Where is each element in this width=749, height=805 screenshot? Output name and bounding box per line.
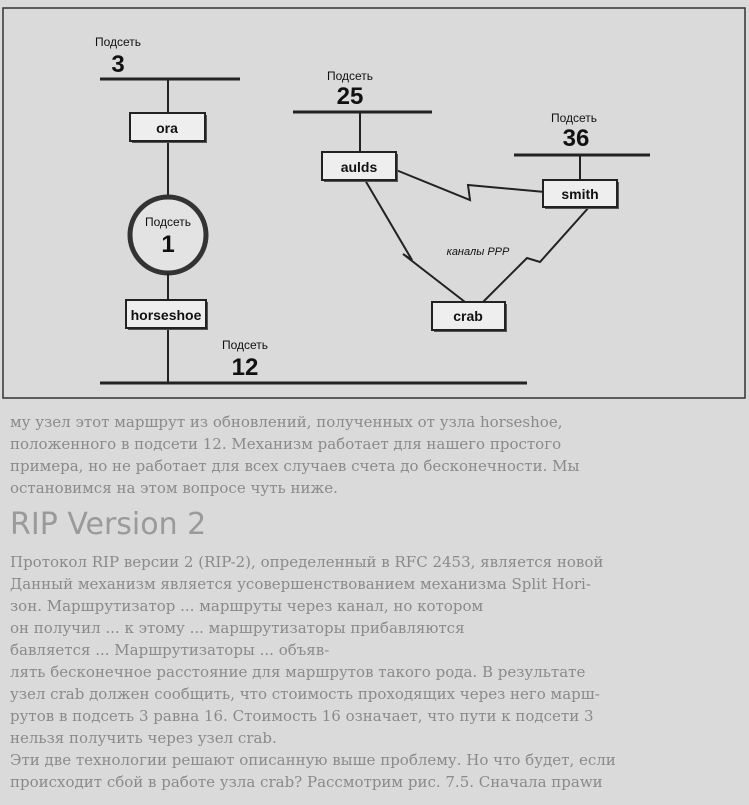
subnet-number: 36: [563, 125, 590, 152]
subnet-label: Подсеть: [327, 69, 373, 83]
bleed-through-text: му узел этот маршрут из обновлений, полу…: [0, 403, 749, 805]
router-label: ora: [156, 120, 178, 136]
diagram-area: Подсеть 3 ora Подсеть 1 horseshoe Подсет…: [2, 7, 746, 399]
bg-line: бавляется ... Маршрутизаторы ... объяв-: [10, 641, 330, 659]
router-label: smith: [561, 186, 598, 202]
subnet-number: 25: [337, 83, 364, 110]
bg-line: положенного в подсети 12. Механизм работ…: [10, 435, 562, 453]
ppp-link-aulds-crab: [364, 179, 466, 303]
router-ora: ora: [129, 112, 207, 143]
subnet-label: Подсеть: [95, 35, 141, 49]
bg-line: лять бесконечное расстояние для маршруто…: [10, 663, 586, 681]
router-horseshoe: horseshoe: [125, 299, 208, 330]
bg-line: Протокол RIP версии 2 (RIP-2), определен…: [10, 553, 604, 571]
bg-line: он получил ... к этому ... маршрутизатор…: [10, 619, 465, 637]
router-label: crab: [453, 308, 483, 324]
ppp-link-aulds-smith: [395, 169, 546, 202]
subnet-25: Подсеть 25: [293, 69, 432, 114]
bg-line: происходит сбой в работе узла crab? Расс…: [10, 773, 603, 791]
subnet-1: Подсеть 1: [127, 194, 209, 276]
bg-line: зон. Маршрутизатор ... маршруты через ка…: [10, 597, 484, 615]
router-crab: crab: [431, 301, 507, 332]
network-diagram: Подсеть 3 ora Подсеть 1 horseshoe Подсет…: [2, 7, 746, 399]
subnet-number: 3: [111, 51, 124, 78]
bg-line: Эти две технологии решают описанную выше…: [10, 751, 616, 769]
bg-line: примера, но не работает для всех случаев…: [10, 457, 580, 475]
bg-line: нельзя получить через узел crab.: [10, 729, 277, 747]
bg-line: Данный механизм является усовершенствова…: [10, 575, 591, 593]
subnet-label: Подсеть: [551, 111, 597, 125]
bg-line: узел crab должен сообщить, что стоимость…: [10, 685, 600, 703]
bg-line: остановимся на этом вопросе чуть ниже.: [10, 479, 338, 497]
subnet-label: Подсеть: [222, 338, 268, 352]
ppp-links-label: каналы PPP: [447, 246, 510, 258]
subnet-label: Подсеть: [145, 215, 191, 229]
bg-heading: RIP Version 2: [10, 507, 207, 542]
router-smith: smith: [542, 179, 619, 209]
subnet-12: Подсеть 12: [100, 338, 527, 385]
router-label: aulds: [341, 159, 378, 175]
router-aulds: aulds: [321, 151, 398, 182]
frame: [2, 7, 746, 399]
subnet-3: Подсеть 3: [95, 35, 240, 81]
bg-line: му узел этот маршрут из обновлений, полу…: [10, 413, 563, 431]
subnet-number: 1: [161, 231, 174, 258]
ppp-link-smith-crab: [482, 205, 591, 303]
router-label: horseshoe: [131, 307, 202, 323]
subnet-36: Подсеть 36: [514, 111, 650, 157]
subnet-number: 12: [232, 354, 259, 381]
bg-line: рутов в подсеть 3 равна 16. Стоимость 16…: [10, 707, 594, 725]
